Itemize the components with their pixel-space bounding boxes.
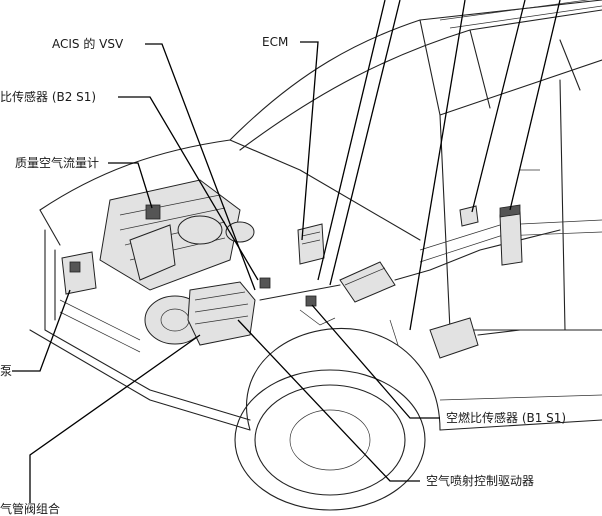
- label-air-injection-control-driver: 空气喷射控制驱动器: [426, 474, 535, 488]
- leader-lines: [12, 0, 561, 503]
- fuel-pump-module: [459, 204, 523, 266]
- vehicle-body: [29, 0, 602, 511]
- label-bottom-partial: 气管阀组合: [0, 502, 61, 516]
- pump-part: [61, 251, 97, 295]
- label-af-sensor-b2s1: 比传感器 (B2 S1): [0, 90, 97, 104]
- ecm-part: [297, 223, 325, 265]
- air-injection-driver-part: [187, 281, 256, 346]
- label-ecm: ECM: [262, 35, 289, 49]
- label-af-sensor-b1s1: 空燃比传感器 (B1 S1): [446, 411, 567, 425]
- label-pump: 泵: [0, 364, 13, 378]
- label-acis-vsv: ACIS 的 VSV: [52, 37, 124, 51]
- label-mass-air-flow-meter: 质量空气流量计: [15, 156, 100, 170]
- af-sensor-parts: [259, 277, 399, 346]
- mass-air-flow-meter-part: [145, 204, 161, 220]
- engine-assembly: [99, 179, 255, 345]
